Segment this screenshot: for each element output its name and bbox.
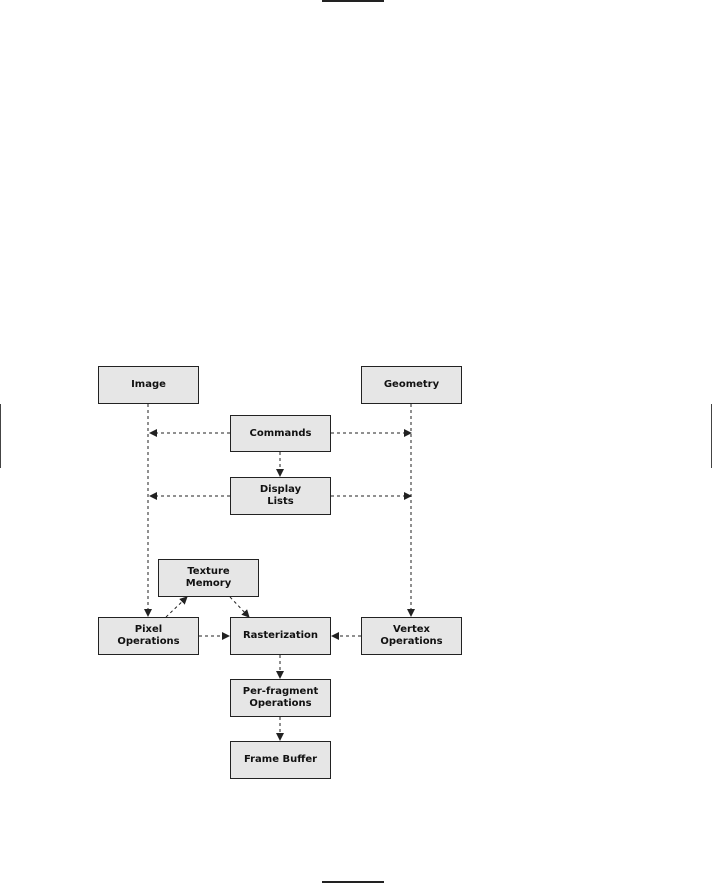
- left-margin-mark: [0, 404, 1, 468]
- frame-buffer-box: Frame Buffer: [230, 741, 331, 779]
- page-footer-rule: [322, 881, 384, 883]
- commands-box: Commands: [230, 415, 331, 452]
- edge-texture-memory-to-rasterization: [229, 596, 250, 618]
- page-header-rule: [322, 0, 384, 2]
- per-fragment-operations-box: Per-fragment Operations: [230, 679, 331, 717]
- right-margin-mark: [711, 404, 712, 468]
- edge-pixel-operations-to-texture-memory: [165, 596, 188, 618]
- rasterization-box: Rasterization: [230, 617, 331, 655]
- texture-memory-box: Texture Memory: [158, 559, 259, 597]
- pixel-operations-box: Pixel Operations: [98, 617, 199, 655]
- geometry-box: Geometry: [361, 366, 462, 404]
- display-lists-box: Display Lists: [230, 477, 331, 515]
- vertex-operations-box: Vertex Operations: [361, 617, 462, 655]
- image-box: Image: [98, 366, 199, 404]
